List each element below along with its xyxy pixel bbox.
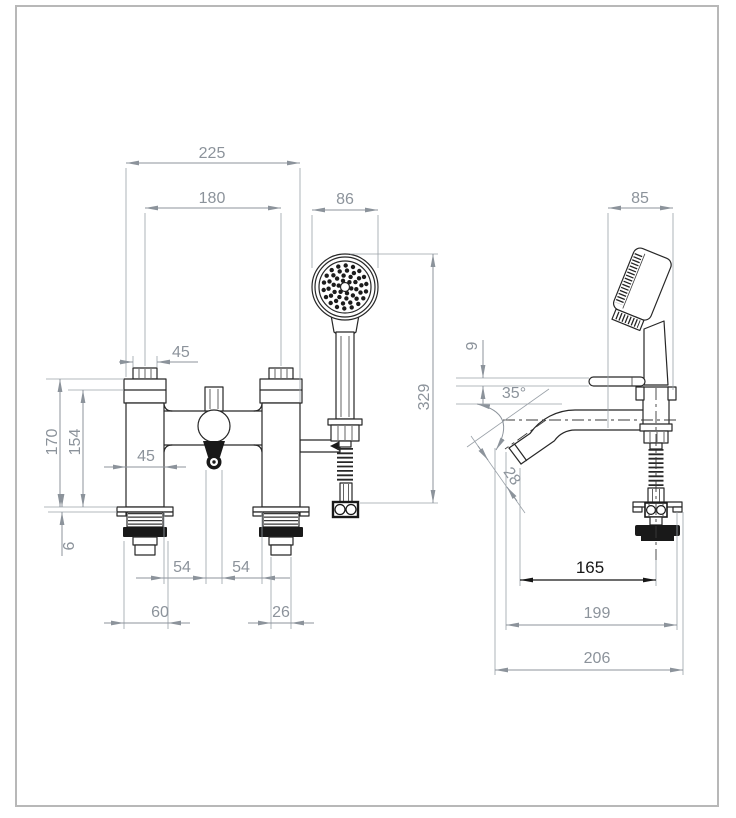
left-base <box>116 506 174 556</box>
dim-hose-drop: 329 <box>416 384 433 411</box>
dim-base-diameter: 60 <box>151 604 169 621</box>
front-view <box>116 253 379 556</box>
dim-flange-height: 6 <box>61 541 78 550</box>
side-view <box>503 247 683 560</box>
left-backnut <box>123 527 167 537</box>
dim-centre-left: 54 <box>173 559 191 576</box>
handset-collar <box>611 308 645 332</box>
holder-tab-right <box>667 386 677 401</box>
page-border <box>15 5 719 807</box>
dim-centre-right: 54 <box>232 559 250 576</box>
dim-spout-angle: 35° <box>502 385 526 402</box>
handset-grip <box>335 331 355 420</box>
diverter <box>197 386 231 470</box>
dim-head-diameter: 86 <box>336 191 354 208</box>
right-flange <box>252 506 310 513</box>
spray-face-hatch <box>615 253 643 306</box>
base-side <box>632 423 683 541</box>
left-cap <box>123 378 167 404</box>
dim-reach: 199 <box>584 605 611 622</box>
left-tail <box>134 544 156 556</box>
shower-head <box>311 253 379 321</box>
centerlines <box>503 388 676 560</box>
lever-handle-side <box>588 376 646 387</box>
right-backnut <box>259 527 303 537</box>
spout-escutcheon <box>197 409 231 443</box>
dim-pillar-centres: 180 <box>199 190 226 207</box>
hose-nut-lip <box>327 418 363 426</box>
dim-height-body: 154 <box>67 429 84 456</box>
dim-height-overall: 170 <box>44 429 61 456</box>
spout-side <box>508 409 644 465</box>
dim-spout-reach: 165 <box>576 558 604 577</box>
spray-dots <box>321 263 369 311</box>
dimensions: 225 180 86 45 45 170 154 <box>44 145 684 675</box>
holder-tab-left <box>635 386 645 401</box>
handset-side <box>611 247 672 332</box>
dim-tail-diameter: 26 <box>272 604 290 621</box>
right-cap <box>259 378 303 404</box>
handset-grip-side <box>643 320 669 386</box>
dim-handset-width: 85 <box>631 190 649 207</box>
spout-cone <box>203 441 225 457</box>
hose-assembly-front <box>299 314 363 519</box>
diverter-knob <box>204 386 224 412</box>
backnut-side <box>635 525 680 536</box>
right-pillar <box>259 367 303 508</box>
left-flange <box>116 506 174 513</box>
left-pillar <box>123 367 167 508</box>
right-base <box>252 506 310 556</box>
right-tail <box>270 544 292 556</box>
dim-lever-height: 9 <box>464 341 481 350</box>
dim-body-diameter: 45 <box>137 448 155 465</box>
dim-overall-depth: 206 <box>584 650 611 667</box>
dim-handle-width: 45 <box>172 344 190 361</box>
dim-overall-width: 225 <box>199 145 226 162</box>
